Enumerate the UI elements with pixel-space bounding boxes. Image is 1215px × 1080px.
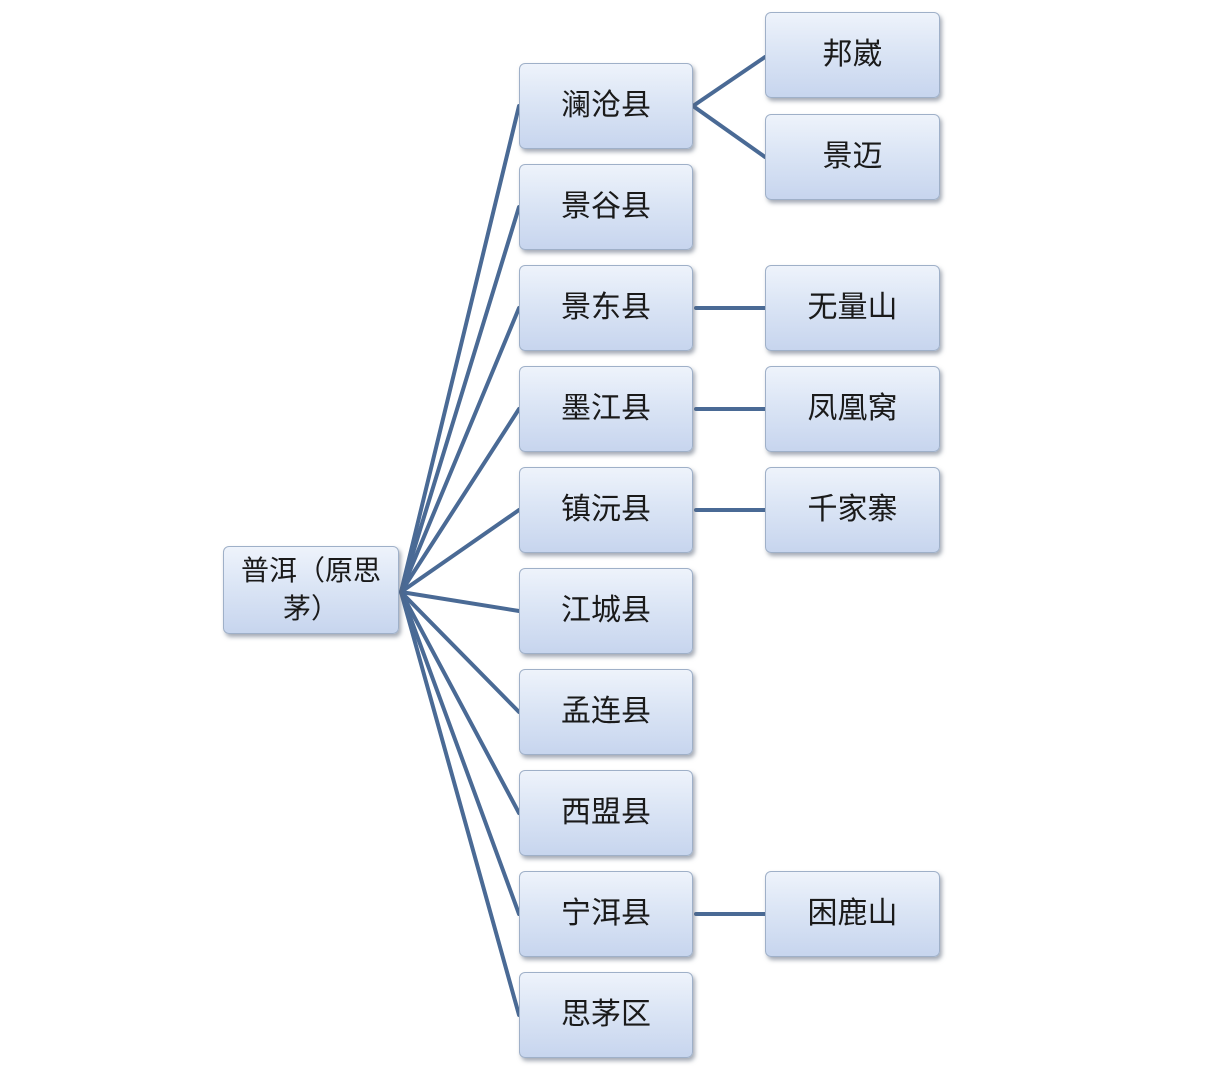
county-to-leaf-link <box>691 104 767 159</box>
leaf-node-fenghuangwo: 凤凰窝 <box>765 366 940 452</box>
county-node-menglian: 孟连县 <box>519 669 693 755</box>
root-to-county-link <box>399 590 521 815</box>
leaf-node-kunlushan: 困鹿山 <box>765 871 940 957</box>
county-label: 孟连县 <box>561 694 651 729</box>
county-node-zhenyuan: 镇沅县 <box>519 467 693 553</box>
county-label: 镇沅县 <box>561 492 651 527</box>
root-to-county-link <box>399 590 521 714</box>
county-label: 西盟县 <box>561 795 651 830</box>
root-to-county-link <box>399 205 521 594</box>
county-node-simao: 思茅区 <box>519 972 693 1058</box>
leaf-label: 邦崴 <box>822 37 883 72</box>
root-to-county-link <box>399 508 521 594</box>
county-node-ninger: 宁洱县 <box>519 871 693 957</box>
root-node: 普洱（原思茅） <box>223 546 399 634</box>
county-label: 思茅区 <box>561 997 651 1032</box>
leaf-node-jingmai: 景迈 <box>765 114 940 200</box>
root-to-county-link <box>399 407 521 594</box>
leaf-label: 凤凰窝 <box>807 391 898 426</box>
county-to-leaf-link <box>691 55 767 108</box>
root-to-county-link <box>399 590 521 916</box>
county-node-jiangcheng: 江城县 <box>519 568 693 654</box>
leaf-node-qianjiazhai: 千家寨 <box>765 467 940 553</box>
county-label: 宁洱县 <box>561 896 651 931</box>
leaf-label: 景迈 <box>822 139 883 174</box>
root-to-county-link <box>399 104 521 594</box>
county-node-mojiang: 墨江县 <box>519 366 693 452</box>
county-label: 景东县 <box>561 290 651 325</box>
county-node-ximeng: 西盟县 <box>519 770 693 856</box>
county-node-jingdong: 景东县 <box>519 265 693 351</box>
leaf-label: 千家寨 <box>807 492 898 527</box>
county-label: 江城县 <box>561 593 651 628</box>
leaf-node-bangwai: 邦崴 <box>765 12 940 98</box>
county-label: 澜沧县 <box>561 88 651 123</box>
root-to-county-link <box>399 590 521 613</box>
leaf-label: 困鹿山 <box>807 896 898 931</box>
county-node-lancang: 澜沧县 <box>519 63 693 149</box>
root-to-county-link <box>399 306 521 594</box>
leaf-node-wuliangshan: 无量山 <box>765 265 940 351</box>
county-node-jinggu: 景谷县 <box>519 164 693 250</box>
county-label: 景谷县 <box>561 189 651 224</box>
root-to-county-link <box>399 590 521 1017</box>
leaf-label: 无量山 <box>807 290 898 325</box>
county-label: 墨江县 <box>561 391 651 426</box>
root-label: 普洱（原思茅） <box>240 554 381 625</box>
